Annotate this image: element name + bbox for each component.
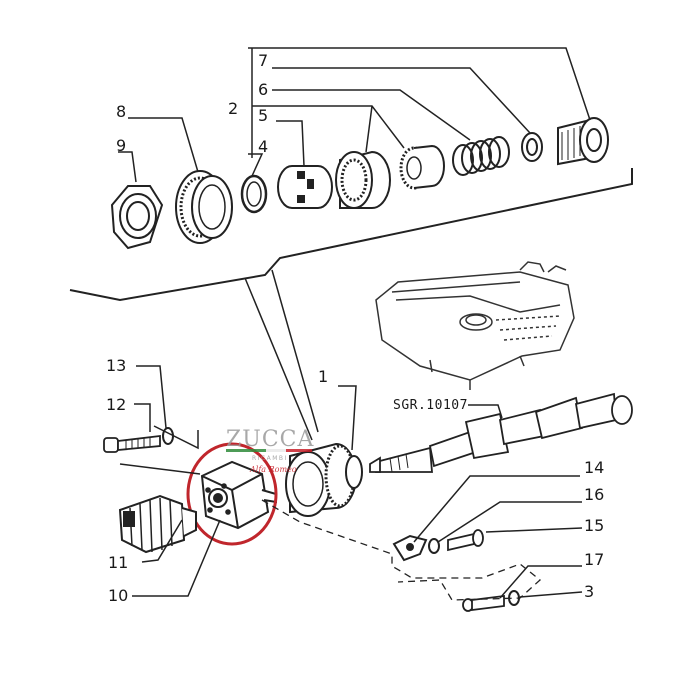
callout-1: 1 [318, 367, 328, 386]
inset-panel-outline [69, 168, 633, 302]
watermark-flag-red [286, 449, 312, 452]
part-2-sprocket [399, 144, 445, 190]
callout-17: 17 [584, 550, 604, 569]
part-9-nut [110, 185, 164, 250]
part-15-bolt [447, 529, 484, 552]
highlight-circle [186, 442, 278, 546]
part-8-gear-ring [175, 170, 233, 244]
callout-9: 9 [116, 136, 126, 155]
callout-6: 6 [258, 80, 268, 99]
camshaft-part-code: SGR.10107 [393, 398, 468, 413]
part-4-snap-ring [240, 174, 268, 214]
callout-13: 13 [106, 356, 126, 375]
callout-16: 16 [584, 485, 604, 504]
watermark-flag-green [226, 449, 266, 452]
part-5-bushing [277, 165, 333, 209]
part-7-splined-hub [557, 117, 609, 166]
watermark-flag-white [266, 449, 286, 452]
camshaft-code-leader [468, 404, 503, 419]
zucca-watermark: ZUCCA RICAMBI Alfa Romeo [226, 427, 314, 474]
part-16-washer [428, 538, 440, 554]
part-14-bracket [392, 534, 428, 562]
callout-11: 11 [108, 553, 128, 572]
inset-pointer-lines [244, 269, 319, 441]
callout-12: 12 [106, 395, 126, 414]
callout-1-leader [338, 385, 357, 451]
part-6-spring-washers [452, 136, 510, 176]
lower-leader-lines [119, 365, 583, 599]
part-13-washer [162, 427, 174, 445]
watermark-signature: Alfa Romeo [249, 465, 297, 474]
part-10-solenoid-block [200, 460, 277, 530]
part-2-sleeve [335, 150, 391, 209]
callout-15: 15 [584, 516, 604, 535]
callout-14: 14 [584, 458, 604, 477]
part-11-connector [118, 494, 197, 554]
callout-7: 7 [258, 51, 268, 70]
camshaft [369, 392, 633, 473]
part-1-variator [285, 442, 363, 517]
callout-8: 8 [116, 102, 126, 121]
upper-leader-lines [118, 47, 591, 183]
callout-2: 2 [228, 99, 238, 118]
part-washer [521, 132, 543, 162]
watermark-brand: ZUCCA [226, 427, 314, 452]
cylinder-head-cover [375, 261, 575, 390]
callout-10: 10 [108, 586, 128, 605]
part-12-screw [103, 434, 161, 453]
dashed-reference-line [261, 499, 542, 601]
callout-4: 4 [258, 137, 268, 156]
watermark-subtitle: RICAMBI [252, 455, 288, 462]
callout-3: 3 [584, 582, 594, 601]
callout-5: 5 [258, 106, 268, 125]
part-17-screw [462, 594, 505, 612]
